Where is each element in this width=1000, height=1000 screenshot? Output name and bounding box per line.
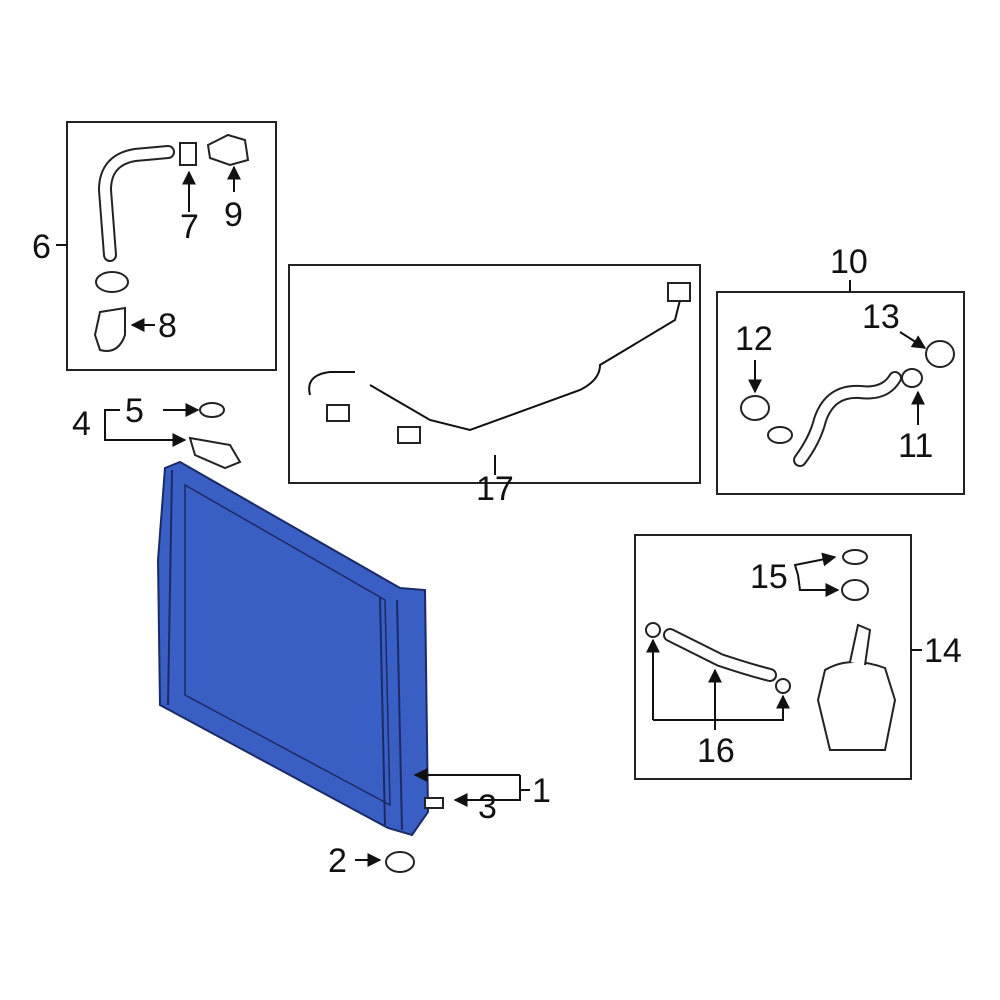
seal-15[interactable]: [842, 549, 868, 565]
callout-13: 13: [862, 298, 900, 336]
clamp[interactable]: [645, 622, 661, 638]
clamp-7[interactable]: [179, 142, 197, 166]
clamp-11[interactable]: [901, 368, 923, 388]
cap-15[interactable]: [841, 579, 869, 601]
bracket-4[interactable]: [188, 436, 242, 470]
lower-hose[interactable]: [793, 371, 902, 467]
upper-hose[interactable]: [97, 145, 175, 262]
connector-13[interactable]: [925, 340, 955, 368]
connector-12[interactable]: [740, 395, 770, 421]
callout-10: 10: [830, 243, 868, 281]
callout-1: 1: [532, 772, 551, 810]
callout-15: 15: [750, 558, 788, 596]
callout-11: 11: [898, 427, 933, 465]
clamp[interactable]: [95, 271, 129, 293]
callout-17: 17: [476, 470, 514, 508]
overflow-hose-17[interactable]: [308, 282, 691, 444]
callout-2: 2: [328, 842, 347, 880]
callout-7: 7: [180, 208, 199, 246]
group-box-17: [288, 264, 701, 484]
radiator[interactable]: [156, 460, 430, 837]
clamp[interactable]: [767, 426, 793, 444]
callout-14: 14: [924, 632, 962, 670]
callout-4: 4: [72, 405, 91, 443]
insulator-2[interactable]: [385, 851, 415, 873]
reservoir[interactable]: [816, 623, 897, 751]
connector-9[interactable]: [206, 133, 250, 167]
group-box-10: [716, 291, 965, 495]
reservoir-hose-16[interactable]: [663, 628, 777, 682]
callout-3: 3: [478, 788, 497, 826]
drain-plug-3[interactable]: [424, 797, 444, 809]
callout-12: 12: [735, 320, 773, 358]
callout-8: 8: [158, 307, 177, 345]
connector-8[interactable]: [93, 306, 126, 352]
clamp[interactable]: [775, 678, 791, 694]
group-box-14: [634, 534, 912, 780]
callout-6: 6: [32, 228, 51, 266]
callout-9: 9: [224, 196, 243, 234]
insulator-5[interactable]: [199, 402, 225, 418]
callout-16: 16: [697, 732, 735, 770]
callout-5: 5: [125, 392, 144, 430]
